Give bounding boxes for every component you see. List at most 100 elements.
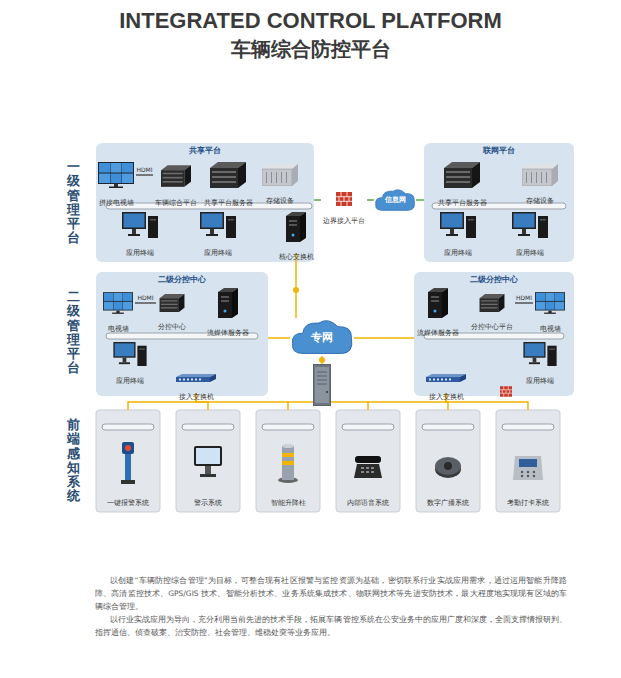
device-label: 存储设备 [260,164,300,197]
connector [367,199,374,201]
node-label: 接入交换机 [179,393,214,402]
connector [515,302,533,304]
connector [268,337,290,339]
terminal-icon [122,212,158,238]
alarm-icon [121,442,135,484]
node-label: 边界接入平台 [323,217,365,226]
panel-ground [96,143,314,262]
node-label: 分控中心 [158,323,186,332]
tv-wall-icon [98,162,134,188]
subsystem-box: 数字广播系统 [416,410,480,512]
platform-panel: 联网平台共享平台服务器存储设备应用终端应用终端 [424,143,574,262]
node-label: 考勤打卡系统 [496,499,560,508]
panel-ground [96,272,268,396]
core-switch-icon [286,212,306,242]
tier-label: 二级管理平台 [67,290,80,376]
device-label: 分控中心平台 [469,294,515,323]
front-ground [176,410,240,512]
terminal-icon [113,342,146,366]
node-label: 应用终端 [116,377,144,386]
node-label: 车辆综合平台 [155,199,197,208]
panel-ground [424,143,574,262]
node-label: 电视墙 [540,325,561,334]
tv-wall-icon [103,292,133,314]
node-label: 数字广播系统 [416,499,480,508]
device-label: 拼接电视墙 [96,162,136,199]
node-label: 流媒体服务器 [207,329,249,338]
front-ground [96,410,160,512]
connector [314,199,321,201]
panel-ground [414,272,574,396]
connector [416,199,424,201]
node-label: 拼接电视墙 [99,199,134,208]
tier-label: 前端感知系统 [67,418,80,504]
subsystem-box: 内部语音系统 [336,410,400,512]
connector [295,253,297,318]
phone-icon [354,456,382,478]
node-label: 应用终端 [444,249,472,258]
caption-text: 以行业实战应用为导向，充分利用当前先进的技术手段，拓展车辆管控系统在公安业务中的… [95,613,567,639]
platform-panel: 共享平台拼接电视墙车辆综合平台共享平台服务器存储设备应用终端应用终端核心交换机 [96,143,314,262]
bus-pipe [102,424,154,430]
device-label: 接入交换机 [424,374,468,393]
bus-pipe [262,424,314,430]
device-label: 流媒体服务器 [205,288,251,329]
device-label: 应用终端 [438,212,478,249]
panel-heading: 二级分控中心 [96,272,268,285]
device-label: 应用终端 [110,342,150,377]
node-label: 应用终端 [516,249,544,258]
connector [354,337,414,339]
platform-panel: 二级分控中心流媒体服务器分控中心平台电视墙应用终端接入交换机 [414,272,574,396]
edge-label: HDMI [516,294,532,301]
node-label: 一键报警系统 [96,499,160,508]
panel-heading: 共享平台 [96,143,314,156]
cloud-shape [376,190,415,211]
node-label: 共享平台服务器 [438,199,487,208]
device-label: 边界接入平台 [321,192,367,217]
switch-icon [176,374,216,382]
node-label: 应用终端 [126,249,154,258]
edge-label: HDMI [137,294,153,301]
node-label: 专网 [311,330,333,345]
front-ground [416,410,480,512]
screen-icon [194,446,222,477]
device-label: 电视墙 [101,292,135,325]
server-icon [428,288,448,318]
subsystem-box: 一键报警系统 [96,410,160,512]
title-text: 车辆综合防控平台 [0,36,621,63]
bus-pipe [182,424,234,430]
device-label: 应用终端 [510,212,550,249]
node-label: 信息网 [385,195,406,205]
device-label: 接入交换机 [174,374,218,393]
device-label: 应用终端 [520,342,560,377]
node-label: 共享平台服务器 [204,199,253,208]
node-label: 应用终端 [526,377,554,386]
cloud-shape [292,321,351,354]
server-icon [444,162,480,188]
edge-label: HDMI [136,166,152,173]
subsystem-box: 智能升降柱 [256,410,320,512]
node-label: 警示系统 [176,499,240,508]
device-label: 共享平台服务器 [202,162,255,199]
node-label: 存储设备 [266,197,294,206]
server-icon [160,294,185,312]
bollard-icon [278,444,298,483]
junction-dot [319,357,325,363]
firewall-icon [500,386,512,397]
subtitle-text: INTEGRATED CONTROL PLATFORM [0,8,621,34]
bus-pipe [342,424,394,430]
device-label: 应用终端 [120,212,160,249]
node-label: 接入交换机 [429,393,464,402]
caption-text: 以创建“车辆防控综合管理”为目标，可整合现有社区报警与监控资源为基础，密切联系行… [95,574,567,613]
node-label: 内部语音系统 [336,499,400,508]
panel-heading: 联网平台 [424,143,574,156]
storage-icon [262,164,298,186]
device-label: 共享平台服务器 [436,162,489,199]
terminal-icon [200,212,236,238]
server-icon [210,162,246,188]
server-icon [218,288,238,318]
device-label: 电视墙 [533,292,567,325]
speaker-icon [435,457,461,478]
